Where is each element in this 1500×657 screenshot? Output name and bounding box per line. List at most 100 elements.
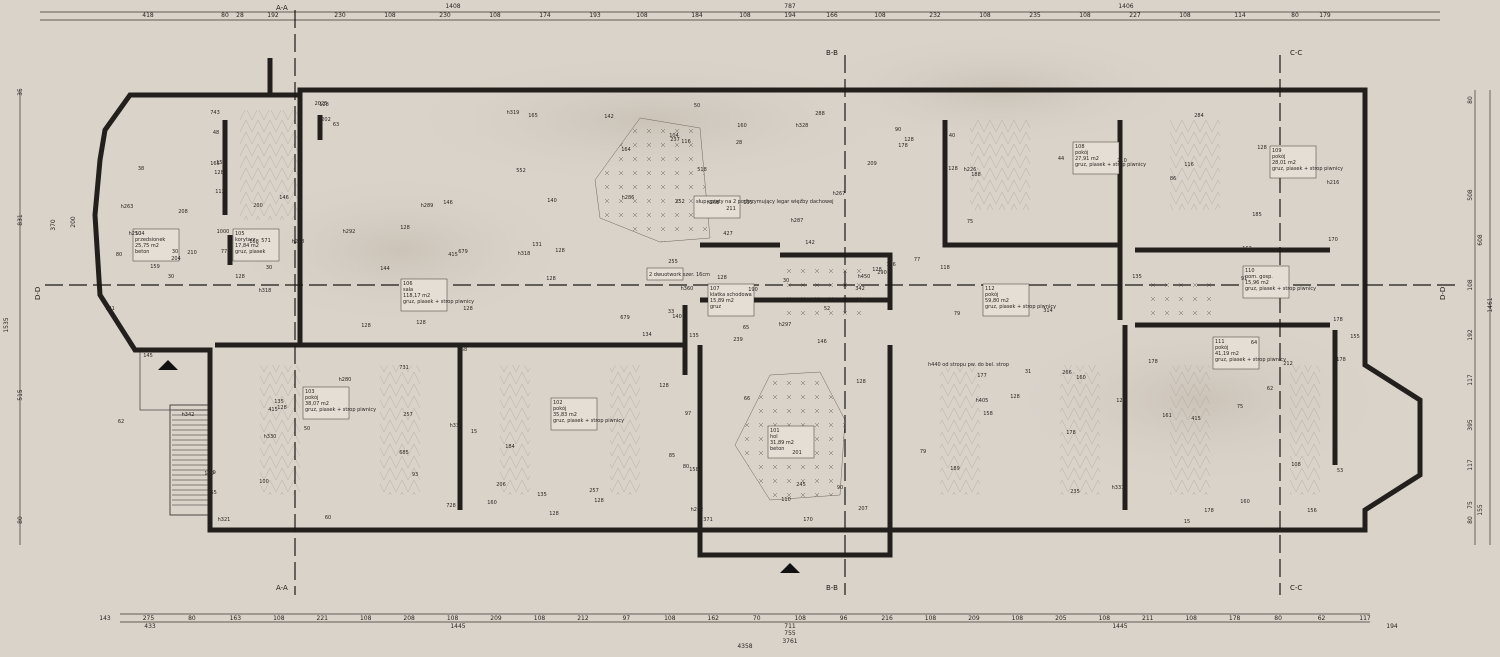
inner-dim-label: 207 bbox=[858, 506, 868, 512]
inner-dim-label: 142 bbox=[805, 240, 815, 246]
inner-dim-label: 679 bbox=[620, 315, 630, 321]
room-id: 111 bbox=[1215, 339, 1225, 345]
inner-dim-label: 342 bbox=[855, 286, 865, 292]
inner-dim-label: h335 bbox=[450, 423, 463, 429]
inner-dim-label: 160 bbox=[737, 123, 747, 129]
right-dim: 80 bbox=[1467, 516, 1474, 524]
inner-dim-label: 288 bbox=[815, 111, 825, 117]
right-dim: 608 bbox=[1477, 234, 1484, 246]
room-name: hol bbox=[770, 434, 778, 440]
room-area: 31,89 m2 bbox=[770, 440, 794, 446]
room-id: 105 bbox=[235, 231, 245, 237]
top-dim: 227 bbox=[1129, 12, 1141, 19]
top-dim: 108 bbox=[636, 12, 648, 19]
inner-dim-label: h289 bbox=[421, 203, 434, 209]
inner-dim-label: h330 bbox=[264, 434, 277, 440]
room-finish: beton bbox=[770, 446, 784, 452]
room-finish: gruz, piasek + strop piwnicy bbox=[305, 407, 376, 413]
bottom-dim-4358: 4358 bbox=[737, 643, 752, 650]
bottom-dim: 108 bbox=[794, 615, 806, 622]
inner-dim-label: 728 bbox=[446, 503, 456, 509]
inner-dim-label: 212 bbox=[1283, 361, 1293, 367]
inner-dim-label: 40 bbox=[949, 133, 955, 139]
inner-dim-label: 65 bbox=[743, 325, 749, 331]
inner-dim-label: 168 bbox=[249, 239, 259, 245]
top-dim: 193 bbox=[589, 12, 601, 19]
bottom-total: 433 bbox=[144, 623, 156, 630]
right-dim: 192 bbox=[1467, 329, 1474, 341]
notes: słup opięty na 2 podtrzymujący legar wię… bbox=[646, 195, 1009, 368]
inner-dim-label: 31 bbox=[1025, 369, 1031, 375]
inner-dim-label: 116 bbox=[681, 139, 691, 145]
inner-dim-label: h321 bbox=[218, 517, 231, 523]
top-dim: 108 bbox=[874, 12, 886, 19]
inner-dim-label: 204 bbox=[171, 256, 181, 262]
inner-dim-label: 245 bbox=[796, 482, 806, 488]
inner-dim-label: 79 bbox=[920, 449, 926, 455]
inner-dim-label: 142 bbox=[604, 114, 614, 120]
section-b-bottom: B-B bbox=[826, 584, 838, 592]
inner-dim-label: 53 bbox=[1337, 468, 1343, 474]
room-tag-box bbox=[550, 397, 598, 431]
inner-dim-label: 50 bbox=[694, 103, 700, 109]
inner-dim-label: 108 bbox=[1291, 462, 1301, 468]
inner-dim-label: 91 bbox=[1241, 276, 1247, 282]
room-id: 107 bbox=[710, 286, 720, 292]
inner-dim-label: 731 bbox=[399, 365, 409, 371]
section-a-bottom: A-A bbox=[276, 584, 288, 592]
inner-dim-label: 121 bbox=[105, 306, 115, 312]
inner-dim-label: 62 bbox=[1267, 386, 1273, 392]
inner-dim-label: 77 bbox=[914, 257, 920, 263]
inner-dim-label: 571 bbox=[261, 238, 271, 244]
bottom-dim: 211 bbox=[1142, 615, 1154, 622]
north-arrow-left bbox=[158, 360, 178, 370]
inner-dim-label: h287 bbox=[791, 218, 804, 224]
room-finish: gruz, piasek + strop piwnicy bbox=[1215, 357, 1286, 363]
top-dim: 184 bbox=[691, 12, 703, 19]
inner-dim-label: 90 bbox=[837, 485, 843, 491]
bottom-dim: 108 bbox=[1185, 615, 1197, 622]
inner-dim-label: 128 bbox=[416, 320, 426, 326]
right-dim: 1461 bbox=[1487, 297, 1494, 312]
room-finish: gruz, piasek + strop piwnicy bbox=[403, 299, 474, 305]
inner-dim-label: 200 bbox=[253, 203, 263, 209]
inner-dim-label: 48 bbox=[213, 130, 219, 136]
inner-dim-label: 161 bbox=[1162, 413, 1172, 419]
dimension-lines bbox=[19, 11, 1491, 623]
top-dim: 108 bbox=[489, 12, 501, 19]
inner-dim-label: 128 bbox=[277, 405, 287, 411]
column-note: słup opięty na 2 podtrzymujący legar wię… bbox=[696, 198, 834, 205]
inner-dim-label: 112 bbox=[215, 189, 225, 195]
room-name: sala bbox=[403, 287, 413, 293]
inner-dim-label: h328 bbox=[796, 123, 809, 129]
room-area: 17,84 m2 bbox=[235, 243, 259, 249]
room-finish: gruz, piasek + strop piwnicy bbox=[1075, 162, 1146, 168]
inner-dim-label: h258 bbox=[292, 239, 305, 245]
inner-dim-label: 30 bbox=[168, 274, 174, 280]
inner-dim-label: 211 bbox=[726, 206, 736, 212]
room-id: 112 bbox=[985, 286, 995, 292]
right-dim: 80 bbox=[1467, 96, 1474, 104]
inner-dim-label: 209 bbox=[867, 161, 877, 167]
inner-dim-label: 685 bbox=[399, 450, 409, 456]
inner-dim-label: 150 bbox=[216, 160, 226, 166]
room-name: pokój bbox=[305, 394, 318, 401]
bottom-dim: 143 bbox=[99, 615, 111, 622]
inner-dim-label: 290 bbox=[877, 270, 887, 276]
inner-dim-label: 86 bbox=[1170, 176, 1176, 182]
left-dim: 35 bbox=[17, 88, 24, 96]
inner-dim-label: h250 bbox=[129, 231, 142, 237]
bottom-total: 194 bbox=[1386, 623, 1398, 630]
room-area: 28,01 m2 bbox=[1272, 160, 1296, 166]
room-id: 102 bbox=[553, 400, 563, 406]
room-area: 27,91 m2 bbox=[1075, 156, 1099, 162]
bottom-dim: 275 bbox=[143, 615, 155, 622]
inner-dim-label: 145 bbox=[143, 353, 153, 359]
inner-dim-label: 170 bbox=[1328, 237, 1338, 243]
room-name: korytarz bbox=[235, 237, 256, 243]
bottom-dim: 178 bbox=[1229, 615, 1241, 622]
room-area: 38,07 m2 bbox=[305, 401, 329, 407]
inner-dim-label: 75 bbox=[967, 219, 973, 225]
